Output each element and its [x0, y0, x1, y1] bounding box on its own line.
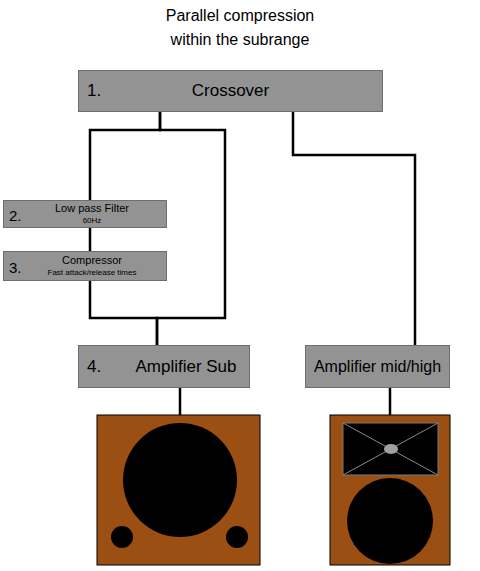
signal-line — [90, 112, 160, 200]
horn-line — [343, 423, 438, 475]
speaker-wire — [389, 388, 392, 415]
horn-line — [343, 423, 438, 475]
mid-driver — [347, 478, 433, 564]
process-box: 1.Crossover — [78, 70, 383, 112]
box-label: Crossover — [79, 81, 382, 101]
process-box: Amplifier mid/high — [305, 345, 450, 388]
callout-number: 3. — [9, 259, 22, 276]
process-box: 3.CompressorFast attack/release times — [3, 251, 167, 281]
bass-port — [111, 526, 133, 548]
callout-number: 2. — [9, 207, 22, 224]
callout-number: 1. — [87, 81, 101, 101]
process-box: 2.Low pass Filter60Hz — [3, 200, 167, 228]
box-label: 60Hz — [18, 216, 166, 225]
process-box: 4. Amplifier Sub — [78, 345, 250, 388]
bass-port — [226, 526, 248, 548]
box-label: Low pass Filter — [18, 202, 166, 215]
speaker-wire — [179, 388, 182, 415]
mid-high-cabinet — [330, 415, 450, 565]
diagram-title: Parallel compression within the subrange — [145, 4, 335, 52]
subwoofer-cabinet — [97, 415, 260, 565]
connector-layer — [90, 112, 415, 345]
box-label: Fast attack/release times — [18, 268, 166, 277]
signal-line — [157, 112, 225, 345]
box-label: Amplifier mid/high — [306, 358, 449, 376]
subwoofer-driver — [123, 423, 237, 537]
signal-line — [293, 112, 415, 345]
horn-throat — [384, 444, 398, 454]
signal-line — [89, 228, 92, 251]
horn-tweeter — [343, 423, 438, 475]
box-label: Amplifier Sub — [123, 357, 249, 377]
signal-line — [90, 281, 157, 345]
box-label: Compressor — [18, 254, 166, 267]
callout-number: 4. — [87, 357, 101, 377]
